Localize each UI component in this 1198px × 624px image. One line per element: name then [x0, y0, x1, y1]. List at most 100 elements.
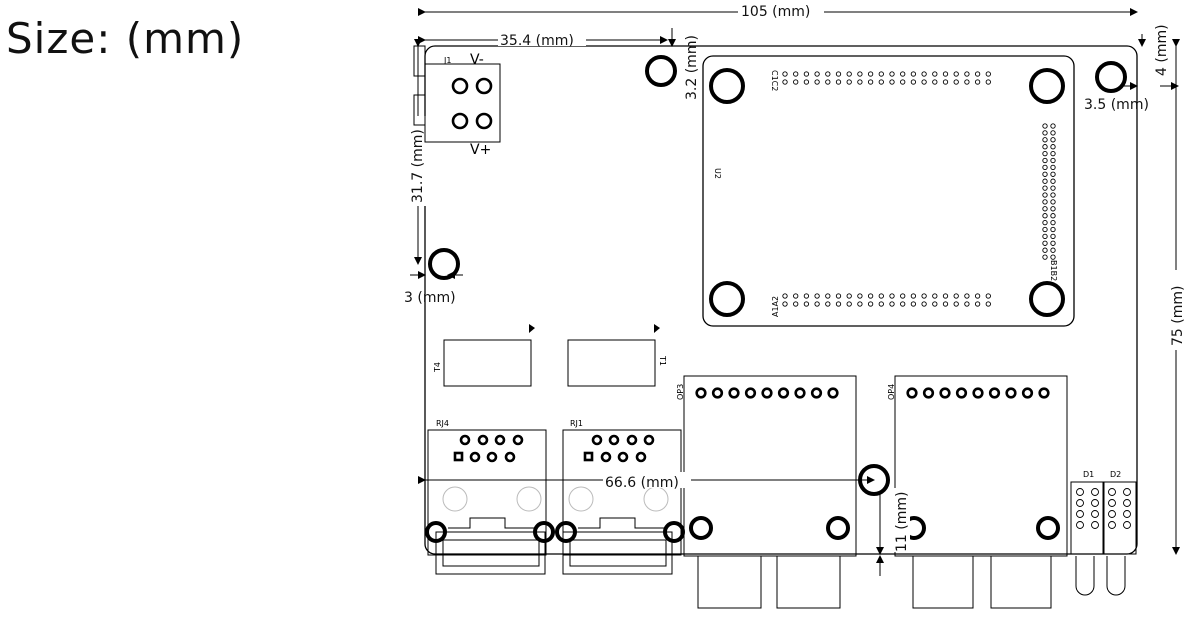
u2-bottom-pin [964, 293, 970, 299]
u2-bottom-pin [985, 293, 991, 299]
u2-bottom-pin [921, 293, 927, 299]
u2-bottom-pin [857, 301, 863, 307]
u2-bottom-pin [803, 301, 810, 307]
u2-side-pin [1042, 144, 1048, 150]
u2-top-pin [985, 79, 991, 85]
op4-pin [1021, 387, 1034, 399]
op3-pin [695, 387, 707, 399]
u2-top-pin [867, 71, 874, 77]
u2-bottom-pin [793, 301, 799, 307]
u2-bottom-pin [900, 301, 906, 307]
dimension-width-total-label: 105 (mm) [741, 4, 810, 20]
u2-bottom-pin [825, 301, 831, 307]
d1-pin [1091, 521, 1099, 529]
op4-pin [939, 387, 951, 399]
u2-bottom-pin [974, 301, 981, 307]
u2-side-pin [1042, 130, 1048, 136]
op3-pin [744, 387, 757, 399]
u2-top-pin [964, 71, 970, 77]
j1-label: J1 [443, 56, 451, 65]
u2-bottom-pin [910, 293, 917, 299]
u2-label: U2 [713, 168, 722, 179]
u2-top-pin [803, 79, 810, 85]
u2-bottom-pin [878, 293, 884, 299]
u2-top-pin [803, 71, 810, 77]
u2-side-pin [1050, 130, 1056, 136]
op4-pin [955, 387, 968, 399]
board-outline [424, 45, 1138, 555]
u2-side-pin [1050, 213, 1056, 219]
u2-side-pin [1050, 185, 1056, 191]
u2-bottom-pin [889, 301, 895, 307]
u2-side-pin [1042, 171, 1048, 177]
t1-label: T1 [658, 355, 667, 366]
u2-top-pin [825, 71, 831, 77]
u2-top-pin [867, 79, 874, 85]
u2-side-pin [1042, 157, 1048, 164]
u2-top-pin [985, 71, 991, 77]
u2-bottom-pin [942, 301, 949, 307]
u2-top-pin [878, 71, 884, 77]
dimension-bottom-11-label: 11 (mm) [894, 492, 910, 552]
d1-pin [1076, 499, 1084, 507]
u2-side-pin [1050, 150, 1056, 157]
u2-bottom-pin [814, 293, 820, 299]
u2-top-pin [857, 79, 863, 85]
u2-side-pin [1050, 240, 1056, 246]
d2-pin [1108, 488, 1116, 496]
u2-bottom-pin [932, 301, 938, 307]
op3-pin [761, 387, 773, 399]
u2-bottom-pin [814, 301, 820, 307]
u2-top-pin [910, 79, 917, 85]
u2-side-pin [1042, 247, 1048, 253]
op4-pin [1005, 387, 1017, 399]
j1-v-minus-label: V- [470, 52, 484, 68]
dimension-width-total: 105 (mm) [418, 2, 1138, 20]
op4-pin [972, 387, 984, 399]
mounting-hole-top-right [1095, 61, 1127, 93]
connector-rj4: RJ4 [425, 419, 555, 575]
u2-bottom-pin [803, 293, 810, 299]
transformer-t4: T4 [433, 324, 535, 387]
d2-pin [1123, 488, 1131, 496]
d2-pin [1123, 510, 1131, 518]
d1-pin [1091, 499, 1099, 507]
u2-bottom-pin [910, 301, 917, 307]
op3-pin [794, 387, 806, 399]
u2-side-pin [1050, 192, 1056, 198]
u2-side-pin [1042, 206, 1048, 212]
u2-side-pin [1050, 157, 1056, 164]
connector-j1: J1 V- V+ [413, 45, 501, 158]
u2-top-pin [932, 79, 938, 85]
u2-top-pin [910, 71, 917, 77]
dimension-height-total-label: 75 (mm) [1170, 286, 1186, 346]
d1-pin [1076, 510, 1084, 518]
u2-bottom-pin [964, 301, 970, 307]
u2-bottom-pin [889, 293, 895, 299]
dimension-left-3-label: 3 (mm) [404, 290, 456, 306]
u2-top-pin [900, 71, 906, 77]
u2-side-pin [1042, 123, 1048, 129]
u2-top-pin [793, 79, 799, 85]
d2-pin [1108, 521, 1116, 529]
u2-bottom-pin [782, 293, 788, 299]
u2-side-pin [1050, 123, 1056, 129]
u2-side-pin [1042, 240, 1048, 246]
d2-pin [1108, 510, 1116, 518]
u2-top-pin [835, 71, 842, 77]
u2-side-pin [1050, 199, 1056, 205]
u2-side-pin [1042, 254, 1048, 260]
rj1-label: RJ1 [570, 419, 583, 428]
dimension-left-31-7: 31.7 (mm) [406, 39, 428, 265]
dimension-height-total: 75 (mm) [1166, 39, 1188, 555]
connector-op3: OP3 [676, 375, 857, 609]
u2-side-pin [1042, 199, 1048, 205]
u2-top-pin [900, 79, 906, 85]
u2-top-pin [974, 79, 981, 85]
op3-pin [777, 387, 790, 399]
u2-bottom-pin [985, 301, 991, 307]
a1a2-label: A1A2 [771, 296, 780, 317]
u2-top-pin [825, 79, 831, 85]
op3-pin [810, 387, 823, 399]
j1-v-plus-label: V+ [470, 142, 491, 158]
